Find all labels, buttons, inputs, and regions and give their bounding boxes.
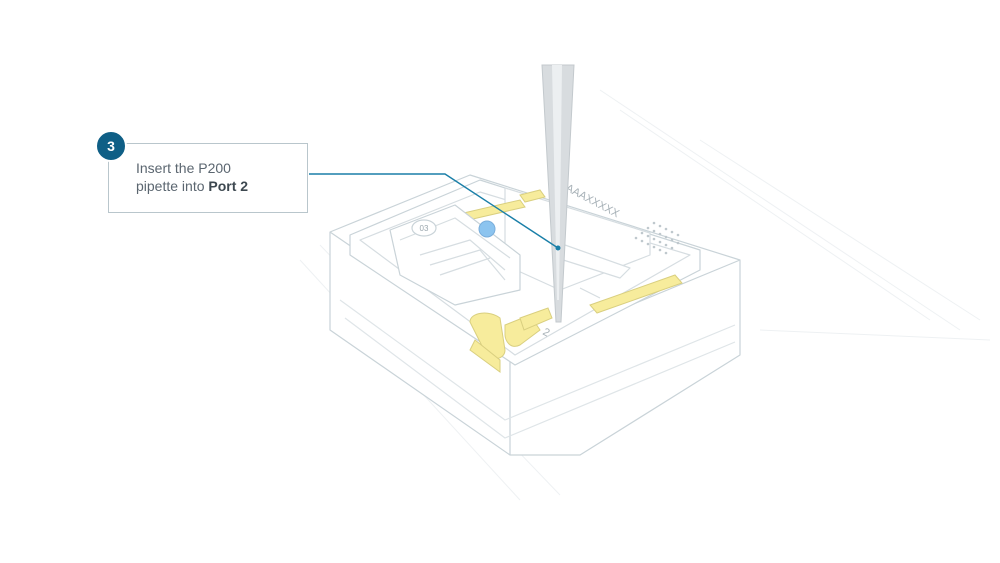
numbered-step-badge: 3 xyxy=(95,130,127,162)
sensor-grid xyxy=(634,221,680,255)
callout-leader-line xyxy=(309,173,559,249)
pipette-tip-icon xyxy=(541,64,575,323)
instruction-callout xyxy=(108,143,308,213)
instruction-line-1: Insert the P200 xyxy=(136,160,231,176)
port-label: 2 xyxy=(541,326,552,339)
fluid-channels xyxy=(454,189,683,373)
instruction-line-2-emphasis: Port 2 xyxy=(208,178,249,194)
callout-leader-dot xyxy=(555,245,561,251)
chip-marking: 03 xyxy=(411,219,437,237)
fluid-drop xyxy=(478,220,496,238)
instruction-line-2: pipette into Port 2 xyxy=(136,177,306,195)
chip-marking-text: 03 xyxy=(420,224,429,233)
instruction-text: Insert the P200 pipette into Port 2 xyxy=(136,159,306,195)
instruction-line-2-prefix: pipette into xyxy=(136,178,209,194)
